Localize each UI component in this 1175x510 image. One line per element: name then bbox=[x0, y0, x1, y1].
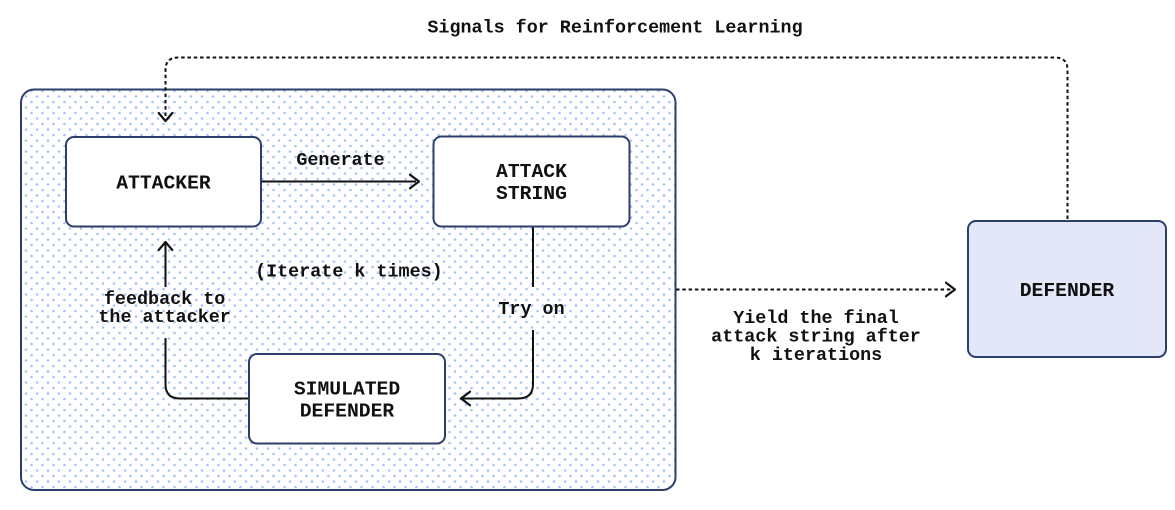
svg-text:(Iterate k times): (Iterate k times) bbox=[255, 262, 443, 283]
svg-text:DEFENDER: DEFENDER bbox=[1020, 280, 1115, 302]
svg-text:SIMULATED: SIMULATED bbox=[294, 379, 401, 401]
svg-text:Yield the final: Yield the final bbox=[733, 308, 899, 329]
svg-text:Signals for Reinforcement Lear: Signals for Reinforcement Learning bbox=[427, 18, 802, 39]
svg-text:DEFENDER: DEFENDER bbox=[300, 401, 395, 423]
svg-text:Generate: Generate bbox=[296, 150, 384, 171]
svg-text:Try on: Try on bbox=[498, 299, 564, 320]
svg-text:attack string after: attack string after bbox=[711, 327, 921, 348]
svg-text:STRING: STRING bbox=[496, 183, 567, 205]
svg-text:ATTACK: ATTACK bbox=[496, 161, 567, 183]
svg-text:the attacker: the attacker bbox=[98, 307, 230, 328]
svg-text:k iterations: k iterations bbox=[750, 345, 882, 366]
svg-text:ATTACKER: ATTACKER bbox=[116, 173, 211, 195]
svg-text:feedback to: feedback to bbox=[104, 289, 225, 310]
